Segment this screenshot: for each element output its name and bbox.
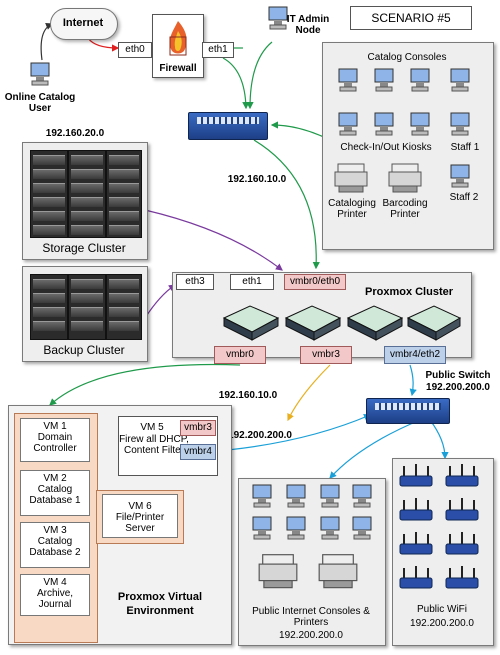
vm1-title: VM 1 (43, 421, 67, 432)
vm4-desc: Archive, Journal (36, 588, 74, 610)
wifi-router-5-icon (399, 532, 433, 555)
public-consoles-ip: 192.200.200.0 (279, 630, 343, 641)
vm3-box: VM 3 Catalog Database 2 (20, 522, 90, 568)
vm6-title: VM 6 (128, 501, 152, 512)
wifi-router-2-icon (445, 464, 479, 487)
cluster-eth3-port: eth3 (176, 274, 214, 290)
public-printer-2-icon (318, 554, 358, 589)
barcoding-printer-icon (388, 163, 422, 193)
cluster-vmbr3-bridge: vmbr3 (300, 346, 352, 364)
catalog-consoles-title: Catalog Consoles (367, 52, 447, 63)
firewall-box: Firewall (152, 14, 204, 78)
wifi-router-8-icon (445, 566, 479, 589)
public-pc-7-icon (320, 516, 340, 540)
cluster-vmbr4-eth2-bridge: vmbr4/eth2 (384, 346, 446, 364)
staff-1-pc-icon (450, 112, 470, 136)
wifi-router-1-icon (399, 464, 433, 487)
internet-label: Internet (62, 17, 104, 29)
public-consoles-label: Public Internet Consoles & Printers (252, 606, 370, 628)
firewall-icon (169, 21, 187, 56)
catalog-console-1-icon (338, 68, 358, 92)
vm2-title: VM 2 (43, 473, 67, 484)
catalog-console-3-icon (410, 68, 430, 92)
public-pc-1-icon (252, 484, 272, 508)
cluster-vmbr0-eth0-port: vmbr0/eth0 (284, 274, 346, 290)
public-pc-6-icon (286, 516, 306, 540)
it-admin-label: IT Admin Node (286, 14, 330, 36)
storage-cluster-label: Storage Cluster (42, 241, 126, 255)
lan-ip-label: 192.160.10.0 (227, 174, 287, 185)
catalog-console-4-icon (450, 68, 470, 92)
online-user-label: Online Catalog User (4, 92, 76, 114)
staff-1-label: Staff 1 (450, 142, 480, 153)
vm5-title: VM 5 (140, 422, 164, 433)
public-pc-2-icon (286, 484, 306, 508)
vm1-box: VM 1 Domain Controller (20, 418, 90, 462)
vm2-desc: Catalog Database 1 (29, 484, 81, 506)
staff-2-label: Staff 2 (449, 192, 479, 203)
backup-rack-1-icon (30, 274, 68, 340)
wifi-router-4-icon (445, 498, 479, 521)
online-user-pc-icon (30, 62, 50, 86)
backup-cluster-label: Backup Cluster (43, 343, 125, 357)
vm3-desc: Catalog Database 2 (29, 536, 81, 558)
cluster-vmbr0-bridge: vmbr0 (214, 346, 266, 364)
cataloging-printer-icon (334, 163, 368, 193)
public-pc-8-icon (352, 516, 372, 540)
vm4-box: VM 4 Archive, Journal (20, 574, 90, 616)
firewall-label: Firewall (159, 63, 197, 74)
public-pc-5-icon (252, 516, 272, 540)
vm2-box: VM 2 Catalog Database 1 (20, 470, 90, 516)
public-pc-4-icon (352, 484, 372, 508)
kiosk-2-icon (374, 112, 394, 136)
storage-rack-1-icon (30, 150, 68, 238)
wifi-router-3-icon (399, 498, 433, 521)
vm6-desc: File/Printer Server (115, 512, 165, 534)
firewall-eth1-port: eth1 (202, 42, 234, 58)
storage-ip-label: 192.160.20.0 (45, 128, 105, 139)
public-pc-3-icon (320, 484, 340, 508)
public-switch-icon (366, 398, 450, 424)
proxmox-nodes-icon (222, 305, 462, 341)
vm-public-ip-label: 192.200.200.0 (228, 430, 292, 441)
public-switch-label: Public Switch (425, 370, 491, 381)
internet-cloud-icon (50, 8, 118, 40)
kiosk-1-icon (338, 112, 358, 136)
vm5-desc: Firew all DHCP, Content Filter (119, 434, 189, 456)
wifi-router-7-icon (399, 566, 433, 589)
scenario-label: SCENARIO #5 (350, 6, 472, 30)
vm5-vmbr4-port: vmbr4 (180, 444, 216, 460)
vm1-desc: Domain Controller (33, 432, 77, 454)
cataloging-printer-label: Cataloging Printer (328, 198, 376, 220)
vm-lan-ip-label: 192.160.10.0 (218, 390, 278, 401)
backup-rack-2-icon (68, 274, 106, 340)
public-printer-1-icon (258, 554, 298, 589)
proxmox-cluster-title: Proxmox Cluster (364, 286, 454, 298)
vm4-title: VM 4 (43, 577, 67, 588)
core-switch-icon (188, 112, 268, 140)
storage-rack-3-icon (106, 150, 142, 238)
wifi-router-6-icon (445, 532, 479, 555)
it-admin-pc-icon (268, 6, 288, 30)
kiosks-label: Check-In/Out Kiosks (340, 142, 432, 153)
catalog-console-2-icon (374, 68, 394, 92)
firewall-eth0-port: eth0 (118, 42, 152, 58)
vm3-title: VM 3 (43, 525, 67, 536)
cluster-eth1-port: eth1 (230, 274, 274, 290)
storage-rack-2-icon (68, 150, 106, 238)
public-wifi-label: Public WiFi (416, 604, 467, 615)
public-switch-ip: 192.200.200.0 (426, 382, 490, 393)
kiosk-3-icon (410, 112, 430, 136)
vm6-box: VM 6 File/Printer Server (102, 494, 178, 538)
backup-rack-3-icon (106, 274, 142, 340)
proxmox-ve-title: Proxmox Virtual Environment (117, 591, 203, 617)
public-wifi-ip: 192.200.200.0 (410, 618, 474, 629)
vm5-vmbr3-port: vmbr3 (180, 420, 216, 436)
staff-2-pc-icon (450, 164, 470, 188)
barcoding-printer-label: Barcoding Printer (382, 198, 428, 220)
